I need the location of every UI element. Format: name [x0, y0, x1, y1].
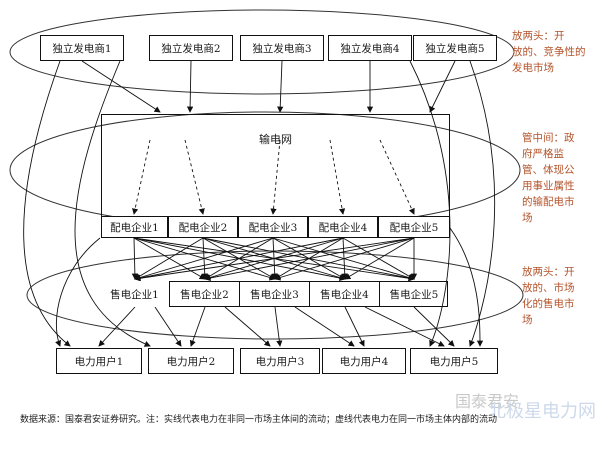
- note-line: 管、体现公: [522, 164, 575, 176]
- distributor-to-retailer-arrow: [274, 237, 415, 281]
- grid-to-distributor-dashed-arrow: [379, 139, 415, 215]
- user-box-5: 电力用户5: [410, 348, 498, 374]
- note-line: 放两头：开: [512, 30, 565, 42]
- retailer-to-user-arrow: [224, 306, 271, 347]
- note-generation-market: 放两头：开 放的、竞争性的 发电市场: [512, 28, 608, 76]
- retailer-to-user-arrow: [294, 306, 355, 347]
- generator-to-grid-arrow: [277, 60, 284, 113]
- retailer-box-3: 售电企业3: [240, 281, 310, 307]
- note-line: 发电市场: [512, 62, 554, 74]
- generation-market-ellipse: [9, 9, 515, 95]
- distributor-to-retailer-arrow: [134, 237, 274, 281]
- note-grid-market: 管中间：政 府严格监 管、体现公 用事业属性 的输配电市 场: [522, 130, 608, 226]
- retailer-box-2: 售电企业2: [170, 281, 240, 307]
- retailer-to-user-arrow: [154, 306, 182, 347]
- generator-box-4: 独立发电商4: [328, 35, 412, 61]
- note-line: 放两头：开: [522, 266, 575, 278]
- distributor-box-1: 配电企业1: [101, 216, 168, 238]
- distributor-to-retailer-arrow: [344, 237, 415, 280]
- generator-to-grid-arrow: [81, 60, 161, 113]
- user-box-1: 电力用户1: [56, 348, 142, 374]
- user-box-3: 电力用户3: [240, 348, 320, 374]
- grid-to-distributor-dashed-arrow: [132, 139, 151, 215]
- transmission-grid-label: 输电网: [259, 133, 292, 146]
- user-box-4: 电力用户4: [322, 348, 406, 374]
- distributor-to-retailer-arrow: [131, 237, 139, 280]
- retailer-to-user-arrow: [364, 306, 445, 347]
- note-line: 管中间：政: [522, 132, 575, 144]
- distributor-to-retailer-arrow: [134, 237, 204, 280]
- generator-to-user-curve: [23, 60, 71, 347]
- distributor-to-retailer-arrow: [134, 237, 344, 282]
- distributor-box-2: 配电企业2: [168, 216, 238, 238]
- grid-to-distributor-dashed-arrow: [270, 139, 281, 215]
- generator-to-grid-arrow: [429, 60, 456, 113]
- note-line: 放的、竞争性的: [512, 46, 586, 58]
- grid-to-distributor-dashed-arrow: [184, 139, 205, 215]
- distributor-to-user-curve: [55, 237, 101, 347]
- retailer-box-1: 售电企业1: [100, 281, 170, 307]
- distributor-box-4: 配电企业4: [308, 216, 378, 238]
- generator-box-1: 独立发电商1: [40, 35, 124, 61]
- note-retail-market: 放两头：开 放的、市场 化的售电市 场: [522, 264, 608, 328]
- generator-box-5: 独立发电商5: [413, 35, 497, 61]
- grid-to-distributor-dashed-arrow: [329, 139, 346, 215]
- distributor-to-retailer-arrow: [204, 237, 415, 282]
- generator-to-user-curve: [409, 60, 451, 347]
- watermark-text-1: 国泰君安: [455, 392, 520, 411]
- distributor-to-user-curve: [449, 227, 484, 347]
- note-line: 府严格监: [522, 148, 564, 160]
- retailer-box-5: 售电企业5: [389, 288, 439, 301]
- source-footnote: 数据来源：国泰君安证券研究。注：实线代表电力在非同一市场主体间的流动；虚线代表电…: [20, 415, 498, 425]
- retailer-to-user-arrow: [274, 306, 283, 347]
- watermark-text-2: 北极星电力网: [488, 401, 596, 422]
- generator-to-user-curve: [468, 60, 496, 347]
- generator-to-user-curve: [74, 60, 151, 347]
- retailer-to-user-arrow: [344, 306, 365, 347]
- note-line: 场: [522, 212, 533, 224]
- retailer-box-4: 售电企业4: [310, 281, 380, 307]
- generator-box-3: 独立发电商3: [240, 35, 324, 61]
- note-line: 放的、市场: [522, 282, 575, 294]
- user-box-2: 电力用户2: [148, 348, 234, 374]
- generator-box-2: 独立发电商2: [149, 35, 233, 61]
- distributor-to-retailer-arrow: [134, 237, 415, 282]
- distributor-box-5: 配电企业5: [378, 216, 450, 238]
- retailer-to-user-arrow: [189, 306, 206, 347]
- retailer-to-user-arrow: [413, 306, 455, 347]
- note-line: 用事业属性: [522, 180, 575, 192]
- distributor-to-retailer-arrow: [342, 237, 415, 280]
- note-line: 的输配电市: [522, 196, 575, 208]
- note-line: 化的售电市: [522, 298, 575, 310]
- distributor-box-3: 配电企业3: [238, 216, 308, 238]
- note-line: 场: [522, 314, 533, 326]
- generator-to-grid-arrow: [186, 60, 194, 113]
